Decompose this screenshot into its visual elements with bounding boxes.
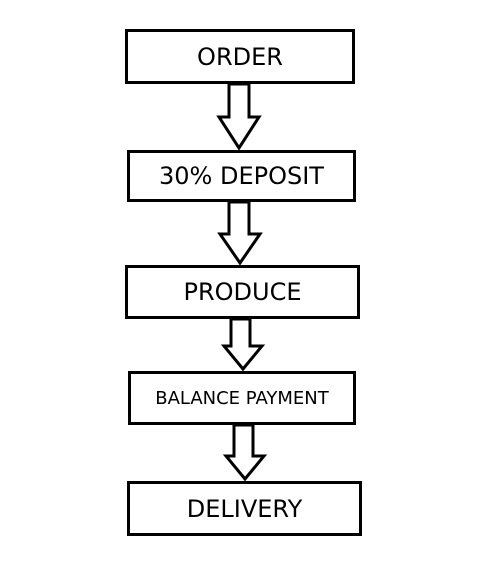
step-delivery-label: DELIVERY [186, 494, 303, 523]
step-produce: PRODUCE [125, 265, 360, 319]
arrow-balance-to-delivery [222, 423, 268, 482]
arrow-order-to-deposit [216, 82, 262, 151]
step-balance-payment: BALANCE PAYMENT [128, 371, 356, 425]
step-deposit-label: 30% DEPOSIT [159, 162, 324, 190]
step-balance-payment-label: BALANCE PAYMENT [155, 387, 329, 409]
step-order-label: ORDER [197, 42, 283, 71]
step-produce-label: PRODUCE [183, 278, 302, 306]
step-delivery: DELIVERY [127, 481, 362, 536]
step-deposit: 30% DEPOSIT [127, 150, 356, 202]
step-order: ORDER [125, 29, 355, 84]
arrow-deposit-to-produce [217, 200, 263, 266]
arrow-produce-to-balance [220, 317, 266, 372]
